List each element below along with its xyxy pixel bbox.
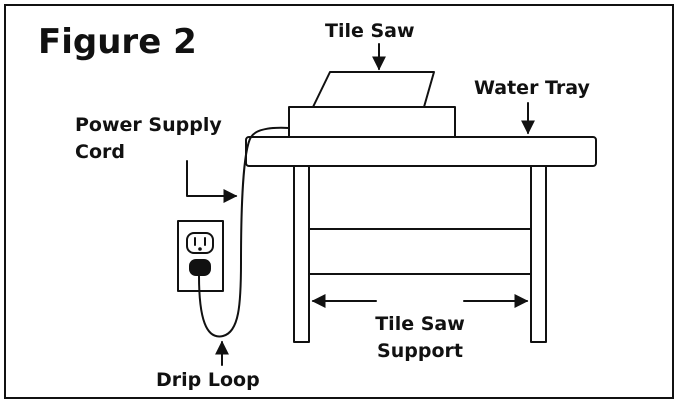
outlet-top-receptacle	[186, 232, 214, 254]
support-right-leg	[530, 163, 547, 343]
outlet-ground-hole	[198, 247, 202, 251]
tile-saw-blade-guard	[312, 71, 435, 108]
figure-title: Figure 2	[38, 22, 197, 62]
label-power-supply-line1: Power Supply	[75, 114, 222, 136]
power-supply-cord	[198, 126, 290, 338]
water-tray	[245, 136, 597, 167]
outlet-plate	[177, 220, 224, 292]
label-tile-saw-support-line2: Support	[377, 340, 463, 362]
label-power-supply-line2: Cord	[75, 141, 125, 163]
label-drip-loop: Drip Loop	[156, 369, 260, 391]
support-left-leg	[293, 163, 310, 343]
label-tile-saw-support-line1: Tile Saw	[375, 313, 465, 335]
figure-border	[4, 4, 674, 399]
arrow-power-supply-cord	[186, 160, 238, 203]
label-water-tray: Water Tray	[474, 77, 591, 99]
label-tile-saw: Tile Saw	[325, 20, 415, 42]
wall-outlet	[177, 220, 224, 292]
tile-saw	[288, 71, 456, 139]
tile-saw-base	[288, 106, 456, 139]
plug-in-lower-receptacle	[189, 259, 211, 276]
